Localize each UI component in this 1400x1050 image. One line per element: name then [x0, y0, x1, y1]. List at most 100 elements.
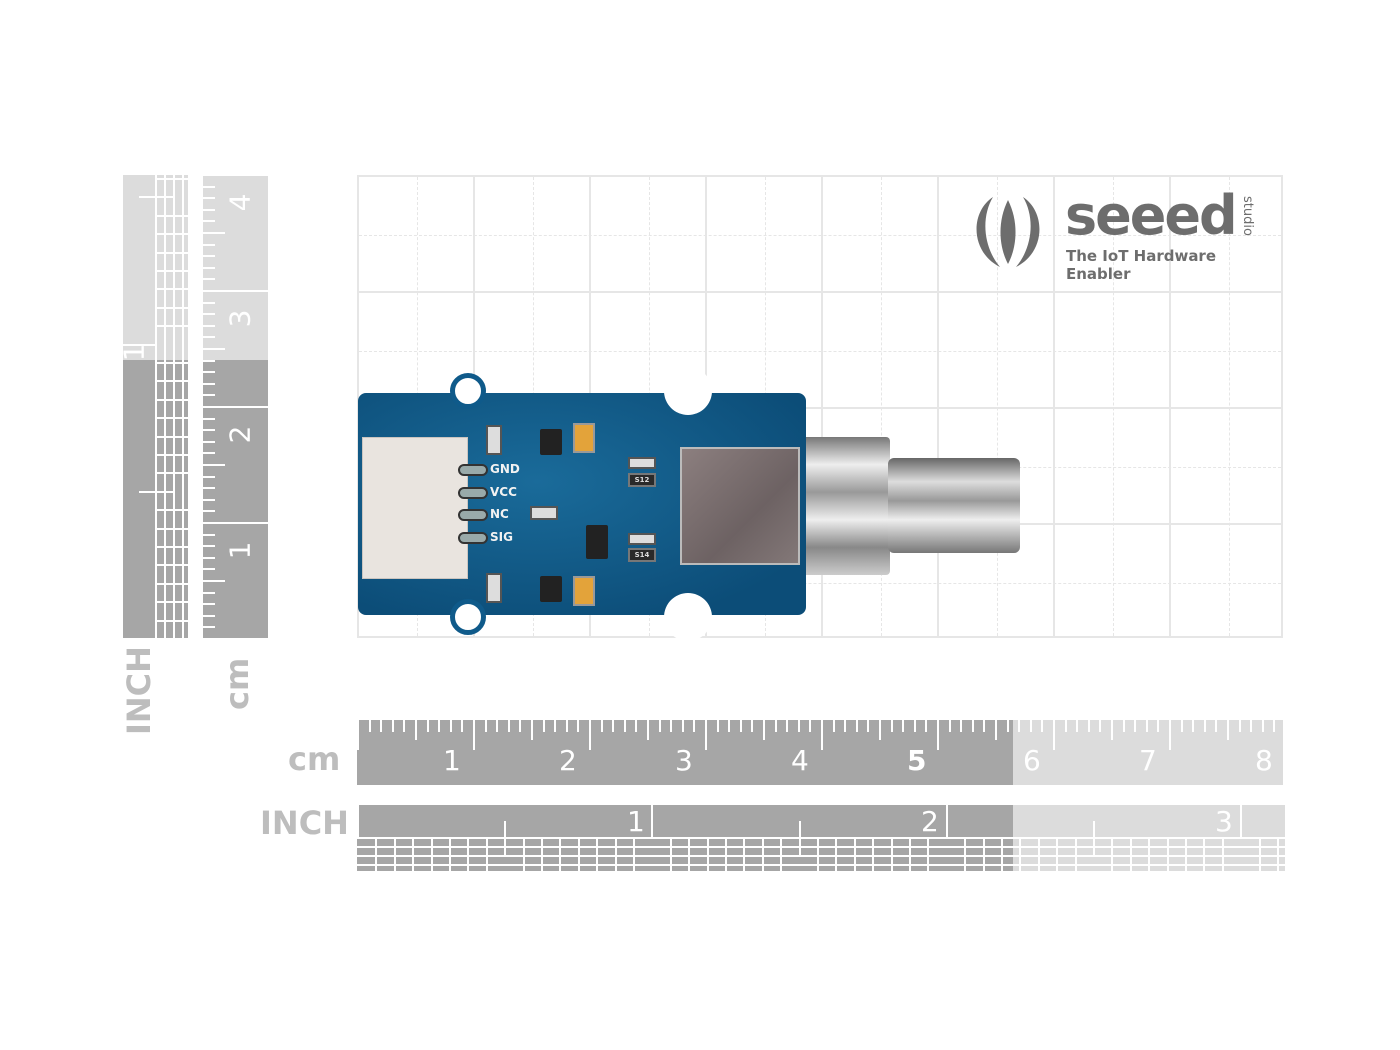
ruler-tick [155, 251, 189, 254]
ruler-tick [890, 837, 893, 871]
ruler-tick [925, 720, 928, 732]
inch-number: 1 [117, 343, 151, 362]
ruler-tick [155, 527, 189, 530]
ruler-tick [203, 359, 215, 362]
cm-number: 3 [675, 744, 693, 777]
cm-number: 1 [223, 541, 257, 560]
ruler-tick [577, 720, 580, 732]
cm-label: cm [288, 740, 341, 778]
ruler-tick [1227, 720, 1229, 740]
ruler-tick [393, 837, 396, 871]
ruler-tick [559, 837, 562, 871]
ruler-tick [357, 805, 359, 839]
ruler-tick [467, 837, 470, 871]
ruler-tick [473, 720, 475, 750]
ruler-tick [139, 490, 173, 493]
ruler-tick [203, 301, 215, 304]
ruler-tick [1076, 720, 1079, 732]
ruler-tick [203, 232, 225, 234]
ruler-tick [577, 837, 580, 871]
ruler-tick [155, 306, 189, 309]
ruler-tick [706, 837, 709, 871]
ruler-tick [203, 174, 268, 176]
ruler-tick [681, 720, 684, 732]
ruler-tick [651, 805, 654, 839]
ruler-tick [1087, 720, 1090, 732]
ruler-tick [203, 556, 215, 559]
ruler-tick [786, 720, 789, 732]
ruler-tick [1093, 821, 1095, 855]
ruler-tick [542, 720, 545, 732]
ruler-tick [461, 720, 464, 732]
ruler-tick [203, 591, 215, 594]
ruler-tick [1111, 720, 1113, 740]
ruler-tick [155, 178, 189, 180]
ruler-tick [203, 452, 215, 455]
ruler-tick [995, 720, 997, 740]
ruler-tick [123, 638, 157, 640]
inch-number: 1 [627, 805, 645, 838]
ruler-tick [155, 380, 189, 383]
seeed-studio-logo: seeed studio The IoT Hardware Enabler [965, 184, 1275, 283]
ruler-tick [982, 837, 985, 871]
ruler-tick [890, 720, 893, 732]
ruler-tick [809, 720, 812, 732]
mounting-hole [450, 373, 486, 409]
pin-label-gnd: GND [490, 462, 520, 476]
ruler-tick [927, 837, 930, 871]
ruler-tick [203, 603, 215, 606]
ruler-tick [155, 288, 189, 291]
ruler-tick [688, 837, 691, 871]
vertical-inch-ruler: 1 [117, 175, 189, 640]
ruler-tick [909, 837, 911, 871]
ruler-line [357, 855, 1285, 857]
ruler-tick [960, 720, 963, 732]
ruler-tick [554, 720, 557, 732]
logo-tagline: The IoT Hardware Enabler [1066, 247, 1217, 283]
bnc-metal-shield [680, 447, 800, 565]
ruler-tick [155, 233, 189, 236]
ruler-tick [1185, 837, 1187, 871]
cm-number: 5 [907, 744, 927, 777]
cm-number: 7 [1139, 744, 1157, 777]
ruler-tick [902, 720, 905, 732]
ruler-tick [203, 243, 215, 246]
pin-label-vcc: VCC [490, 485, 517, 499]
cm-number: 6 [1023, 744, 1041, 777]
ruler-tick [821, 720, 823, 750]
ruler-tick [203, 626, 215, 629]
ruler-tick [635, 720, 638, 732]
ruler-line [173, 175, 175, 638]
ruler-tick [693, 720, 696, 732]
ruler-tick [430, 837, 433, 871]
ruler-tick [780, 837, 783, 871]
mounting-hole [450, 599, 486, 635]
ruler-tick [853, 837, 856, 871]
ruler-tick [203, 208, 215, 211]
ruler-tick [879, 720, 881, 740]
ruler-tick [855, 720, 858, 732]
ruler-tick [155, 619, 189, 622]
ruler-tick [203, 185, 215, 188]
ruler-tick [203, 568, 215, 571]
ruler-tick [203, 580, 225, 582]
ruler-tick [155, 546, 189, 548]
ruler-tick [155, 509, 189, 512]
ruler-tick [761, 837, 764, 871]
bnc-hex-nut [800, 437, 890, 575]
ruler-tick [203, 440, 215, 443]
ruler-tick [155, 564, 189, 567]
ruler-tick [1056, 837, 1059, 871]
ruler-tick [155, 435, 189, 438]
ruler-tick [1277, 837, 1279, 871]
cm-number: 4 [223, 193, 257, 212]
ruler-tick [123, 343, 157, 346]
ruler-tick [728, 720, 731, 732]
ruler-tick [1148, 837, 1151, 871]
ruler-tick [541, 837, 543, 871]
ruler-tick [1261, 720, 1264, 732]
ruler-tick [438, 720, 441, 732]
